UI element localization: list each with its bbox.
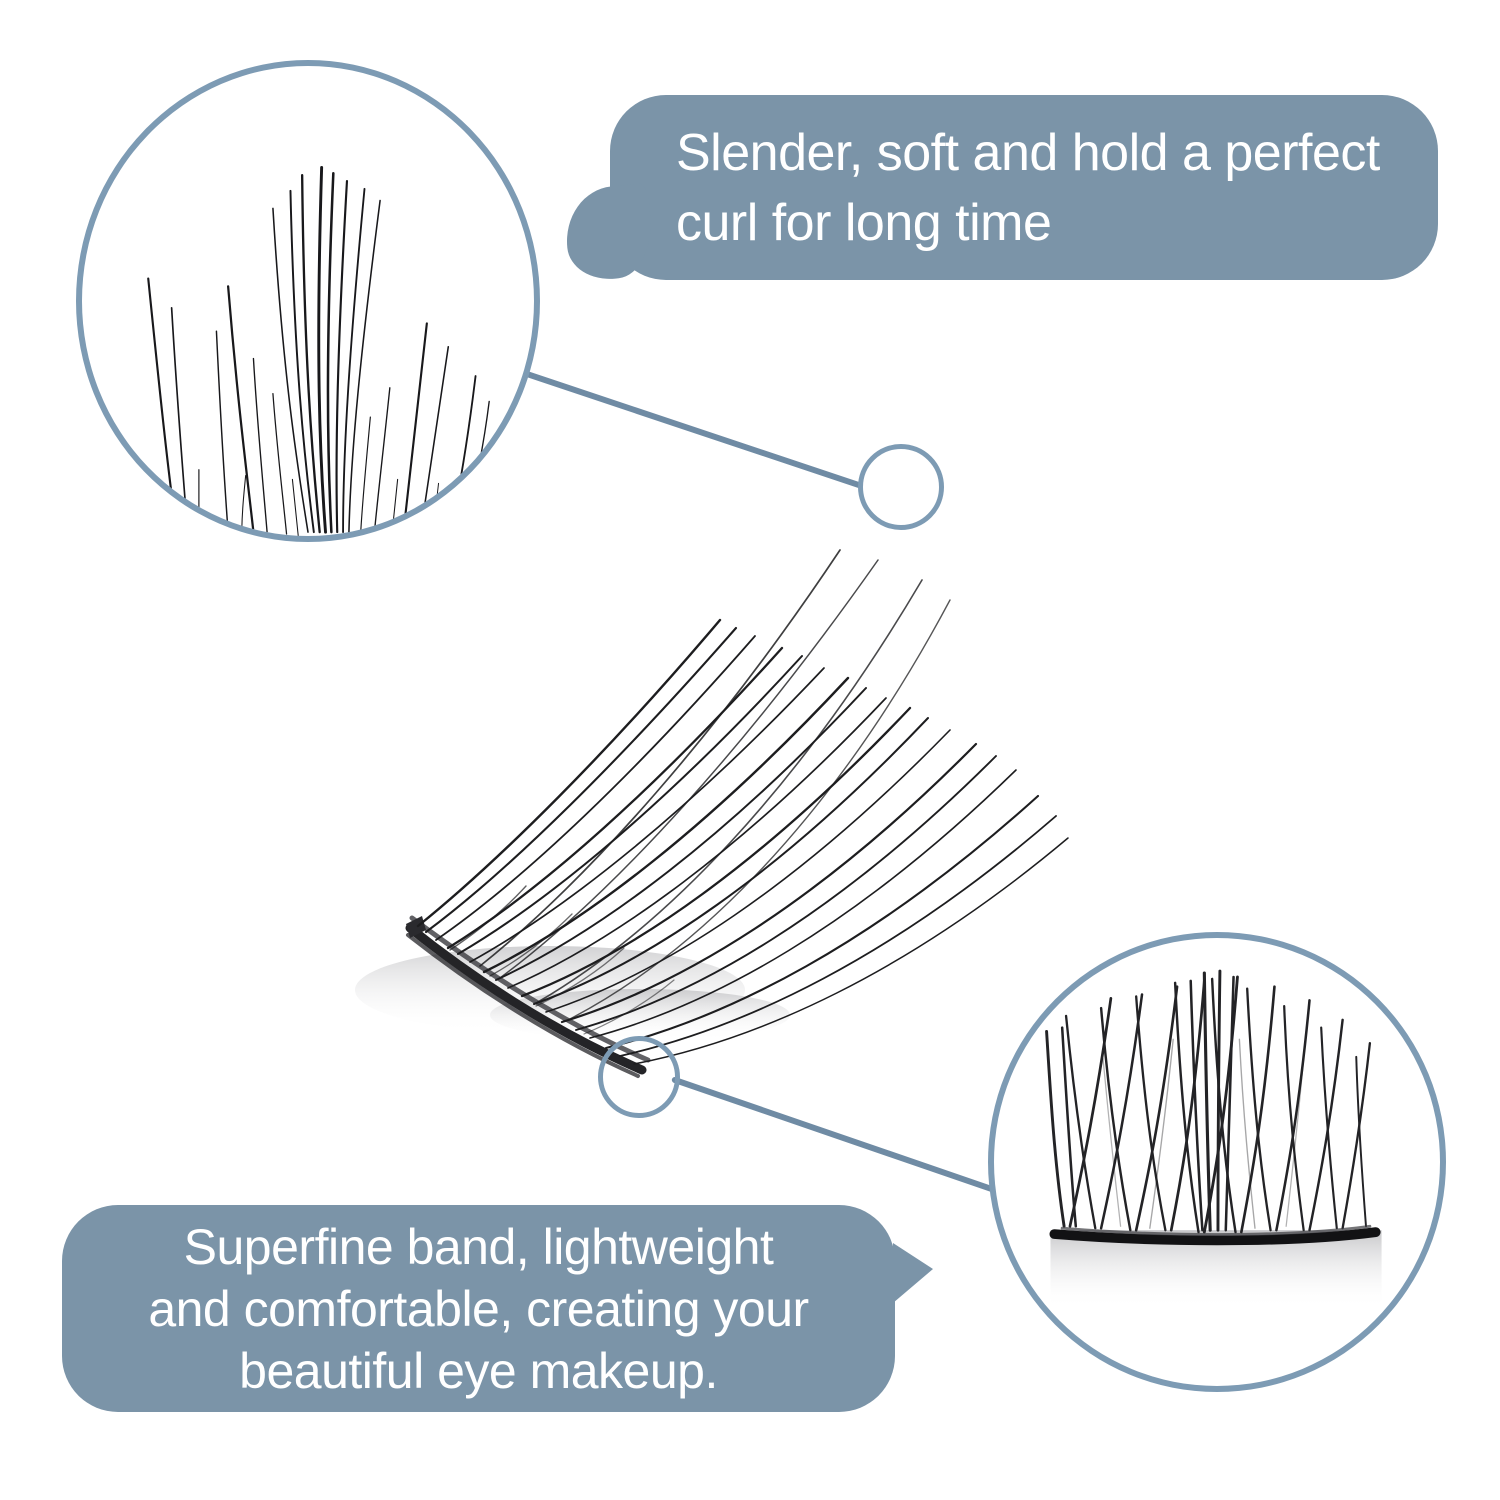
zoom-target-lash-tips-icon: [858, 444, 944, 530]
callout-tail-left-icon: [561, 182, 657, 284]
callout-tail-right-icon: [893, 1243, 933, 1303]
product-reflection: [355, 946, 790, 1041]
band-strip: [1049, 1224, 1381, 1246]
product-eyelash-photo: [250, 430, 1070, 1130]
zoom-target-lash-band-icon: [598, 1036, 680, 1118]
callout-bubble-bottom: Superfine band, lightweight and comforta…: [62, 1205, 933, 1412]
callout-bottom-text: Superfine band, lightweight and comforta…: [148, 1218, 809, 1399]
magnifier-lash-band: [988, 932, 1446, 1392]
callout-top-text: Slender, soft and hold a perfect curl fo…: [676, 123, 1380, 252]
callout-bubble-top: Slender, soft and hold a perfect curl fo…: [561, 95, 1438, 284]
lash-fibers: [416, 549, 1069, 1065]
magnifier-lash-tips: [76, 60, 540, 542]
